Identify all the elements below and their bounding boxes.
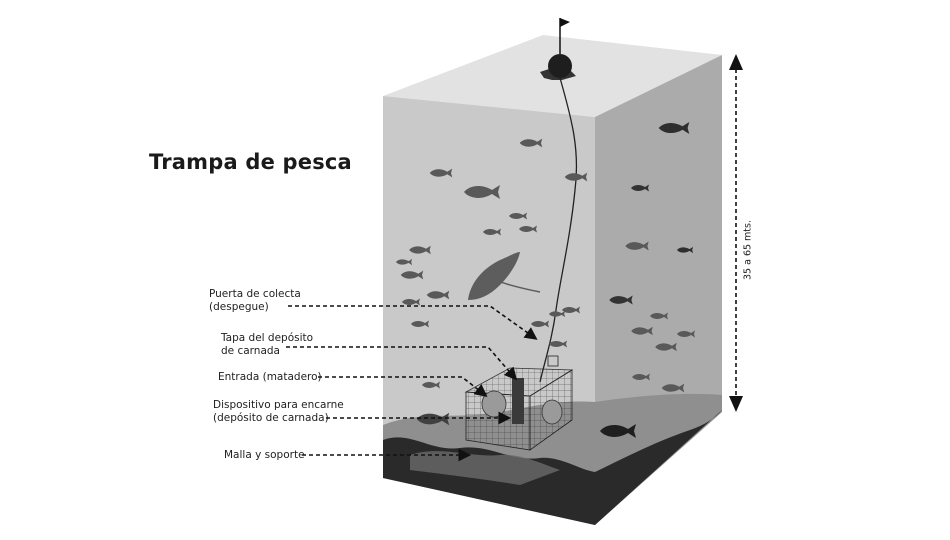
callout-tapa: Tapa del depósito de carnada	[221, 332, 313, 358]
buoy	[548, 54, 572, 78]
depth-arrow	[729, 54, 743, 412]
bait-container	[512, 378, 524, 424]
trap-entrance-right	[541, 399, 563, 425]
callout-malla: Malla y soporte	[224, 449, 305, 462]
callout-tapa-line-2: de carnada	[221, 345, 280, 357]
depth-label: 35 a 65 mts.	[742, 219, 754, 281]
callout-malla-line-1: Malla y soporte	[224, 449, 305, 461]
buoy-flag	[560, 18, 570, 27]
callout-entrada-line-1: Entrada (matadero)	[218, 371, 322, 383]
callout-tapa-line-1: Tapa del depósito	[221, 332, 314, 344]
callout-puerta-line-1: Puerta de colecta	[209, 288, 301, 300]
trap-entrance-left	[481, 390, 507, 418]
callout-leaders	[286, 305, 538, 462]
seabed-rock-side	[595, 410, 722, 525]
callout-entrada: Entrada (matadero)	[218, 371, 322, 384]
collect-door	[547, 355, 559, 367]
manta-ray	[468, 252, 541, 300]
leader-puerta	[288, 305, 538, 340]
callout-dispositivo-line-1: Dispositivo para encarne	[213, 399, 344, 411]
seabed-highlight	[410, 451, 560, 485]
callout-dispositivo: Dispositivo para encarne (depósito de ca…	[213, 399, 344, 425]
callout-puerta: Puerta de colecta (despegue)	[209, 288, 301, 314]
leader-entrada	[318, 376, 488, 397]
fish-trap	[464, 355, 574, 451]
trap-rope	[539, 77, 578, 383]
callout-dispositivo-line-2: (depósito de carnada)	[213, 412, 329, 424]
diagram-title: Trampa de pesca	[149, 150, 352, 174]
callout-puerta-line-2: (despegue)	[209, 301, 269, 313]
